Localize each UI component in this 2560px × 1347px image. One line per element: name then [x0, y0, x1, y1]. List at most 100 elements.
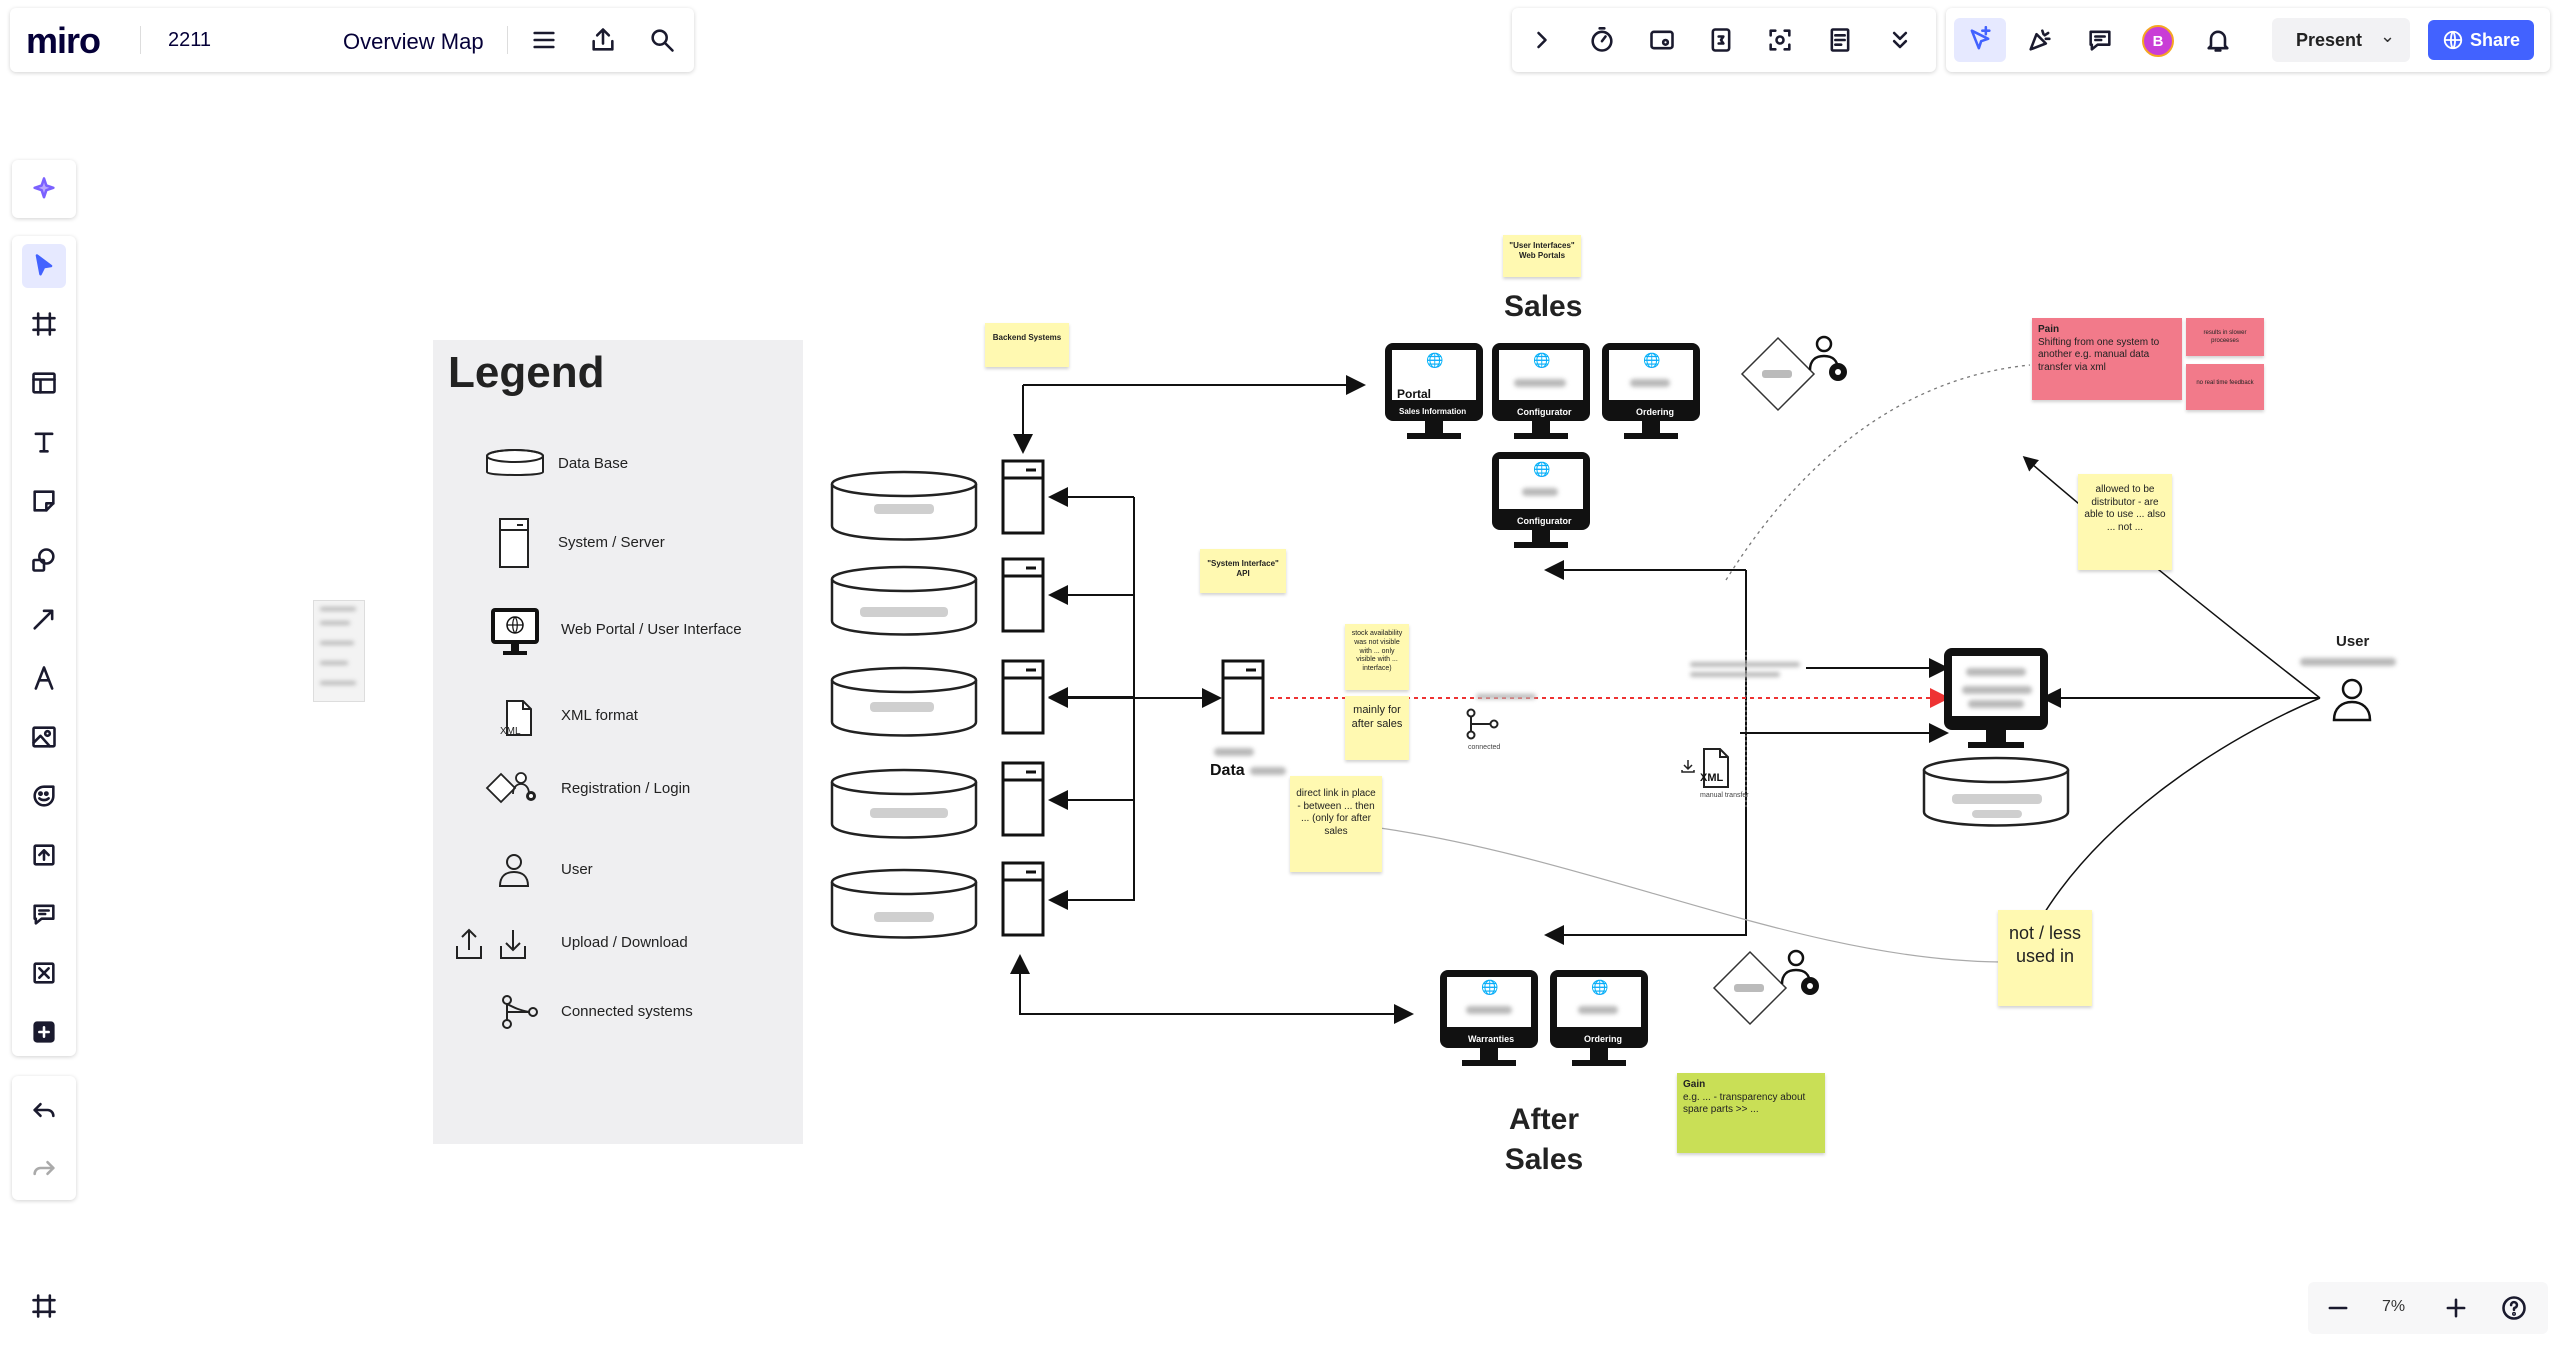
- redacted-text: [2300, 658, 2396, 666]
- chevron-right-icon[interactable]: [1522, 20, 1562, 60]
- templates-icon[interactable]: [24, 363, 64, 403]
- ordering-monitor-2[interactable]: 🌐 Ordering: [1550, 970, 1648, 1072]
- database-icon[interactable]: [830, 565, 978, 637]
- server-icon[interactable]: [1000, 556, 1046, 634]
- sticky-system-interface[interactable]: "System Interface" API: [1200, 549, 1286, 593]
- celebrate-icon[interactable]: [2020, 20, 2060, 60]
- comment-tool-icon[interactable]: [24, 894, 64, 934]
- sticky-text: mainly for after sales: [1351, 704, 1403, 730]
- redacted-text: [1966, 668, 2026, 676]
- help-icon[interactable]: [2494, 1288, 2534, 1328]
- comments-icon[interactable]: [2080, 20, 2120, 60]
- legend-label: User: [561, 861, 593, 878]
- user-icon[interactable]: [2330, 676, 2374, 722]
- configurator-monitor-2[interactable]: 🌐 Configurator: [1492, 452, 1590, 554]
- frame-thumbnail[interactable]: [313, 600, 365, 702]
- server-icon[interactable]: [1000, 760, 1046, 838]
- shapes-icon[interactable]: [24, 540, 64, 580]
- configurator-monitor[interactable]: 🌐 Configurator: [1492, 343, 1590, 445]
- login-icon[interactable]: [1712, 944, 1822, 1030]
- sticky-pain-side-1[interactable]: results in slower proceeses: [2186, 318, 2264, 356]
- database-icon[interactable]: [1922, 756, 2070, 828]
- sticky-user-interfaces[interactable]: "User Interfaces" Web Portals: [1503, 235, 1581, 277]
- voting-icon[interactable]: [1701, 20, 1741, 60]
- frames-panel-toggle: [12, 1276, 76, 1336]
- sticky-stock-availability[interactable]: stock availability was not visible with …: [1345, 624, 1409, 690]
- undo-icon[interactable]: [24, 1090, 64, 1130]
- pen-icon[interactable]: [24, 658, 64, 698]
- select-tool-icon[interactable]: [22, 244, 66, 288]
- sticky-direct-link[interactable]: direct link in place - between ... then …: [1290, 776, 1382, 872]
- sticky-pain-side-2[interactable]: no real time feedback: [2186, 364, 2264, 410]
- sticky-pain[interactable]: Pain Shifting from one system to another…: [2032, 318, 2182, 400]
- login-icon[interactable]: [1740, 330, 1850, 416]
- server-icon[interactable]: [1000, 860, 1046, 938]
- ordering-monitor[interactable]: 🌐 Ordering: [1602, 343, 1700, 445]
- xml-file-icon[interactable]: [1696, 746, 1736, 790]
- database-icon[interactable]: [830, 666, 978, 738]
- ai-sparkle-icon[interactable]: [24, 169, 64, 209]
- zoom-out-icon[interactable]: [2318, 1288, 2358, 1328]
- sticky-text: direct link in place - between ... then …: [1296, 788, 1376, 837]
- share-button[interactable]: Share: [2428, 20, 2534, 60]
- miro-logo[interactable]: miro: [26, 20, 101, 61]
- sticky-note-icon[interactable]: [24, 481, 64, 521]
- divider: [507, 26, 508, 54]
- double-chevron-down-icon[interactable]: [1880, 20, 1920, 60]
- cursor-mode-icon[interactable]: [1954, 18, 2006, 62]
- zoom-level[interactable]: 7%: [2382, 1298, 2406, 1315]
- focus-icon[interactable]: [1760, 20, 1800, 60]
- connector-line-icon[interactable]: [24, 599, 64, 639]
- sticky-not-less-used[interactable]: not / less used in: [1998, 910, 2092, 1006]
- sticky-text: results in slower proceeses: [2203, 330, 2247, 344]
- video-icon[interactable]: [1642, 20, 1682, 60]
- central-portal-monitor[interactable]: [1944, 648, 2048, 756]
- sticky-text: not / less used in: [2008, 923, 2082, 966]
- download-icon[interactable]: [1680, 758, 1696, 774]
- frames-icon[interactable]: [24, 1286, 64, 1326]
- pain-title: Pain: [2038, 324, 2060, 335]
- frame-name[interactable]: Overview Map: [343, 29, 484, 54]
- present-button[interactable]: Present ⌄: [2272, 18, 2410, 62]
- sticker-icon[interactable]: [24, 776, 64, 816]
- sticky-backend[interactable]: Backend Systems: [985, 323, 1069, 367]
- frame-tool-icon[interactable]: [24, 304, 64, 344]
- connected-icon[interactable]: [1466, 708, 1500, 740]
- image-icon[interactable]: [24, 717, 64, 757]
- sticky-mainly-after-sales[interactable]: mainly for after sales: [1345, 696, 1409, 760]
- zoom-in-icon[interactable]: [2436, 1288, 2476, 1328]
- warranties-monitor[interactable]: 🌐 Warranties: [1440, 970, 1538, 1072]
- notes-icon[interactable]: [1820, 20, 1860, 60]
- monitor-label: Sales Information: [1399, 407, 1467, 416]
- legend-frame[interactable]: Legend Data Base System / Server Web Por…: [433, 340, 803, 1144]
- server-icon[interactable]: [1000, 458, 1046, 536]
- upload-icon[interactable]: [24, 835, 64, 875]
- export-icon[interactable]: [583, 20, 623, 60]
- redo-icon[interactable]: [24, 1148, 64, 1188]
- server-icon[interactable]: [1000, 658, 1046, 736]
- bell-icon[interactable]: [2198, 20, 2238, 60]
- sticky-distributor[interactable]: allowed to be distributor - are able to …: [2078, 474, 2172, 570]
- text-tool-icon[interactable]: [24, 422, 64, 462]
- search-icon[interactable]: [642, 20, 682, 60]
- chevron-down-icon[interactable]: ⌄: [2380, 26, 2396, 46]
- server-icon[interactable]: [1220, 658, 1266, 736]
- menu-icon[interactable]: [524, 20, 564, 60]
- crop-frame-icon[interactable]: [24, 953, 64, 993]
- sticky-gain[interactable]: Gain e.g. ... - transparency about spare…: [1677, 1073, 1825, 1153]
- database-icon[interactable]: [830, 470, 978, 542]
- legend-label: XML format: [561, 707, 638, 724]
- board-name[interactable]: 2211: [168, 29, 212, 51]
- more-apps-icon[interactable]: [24, 1012, 64, 1052]
- database-icon[interactable]: [830, 868, 978, 940]
- monitor-label: Configurator: [1517, 516, 1572, 526]
- portal-monitor[interactable]: 🌐 Portal Sales Information: [1385, 343, 1483, 445]
- redacted-text: [1968, 700, 2024, 708]
- timer-icon[interactable]: [1582, 20, 1622, 60]
- legend-label: Web Portal / User Interface: [561, 621, 742, 638]
- login-icon: [485, 772, 536, 804]
- globe-icon: [2442, 29, 2464, 56]
- avatar[interactable]: B: [2142, 25, 2174, 57]
- database-icon[interactable]: [830, 768, 978, 840]
